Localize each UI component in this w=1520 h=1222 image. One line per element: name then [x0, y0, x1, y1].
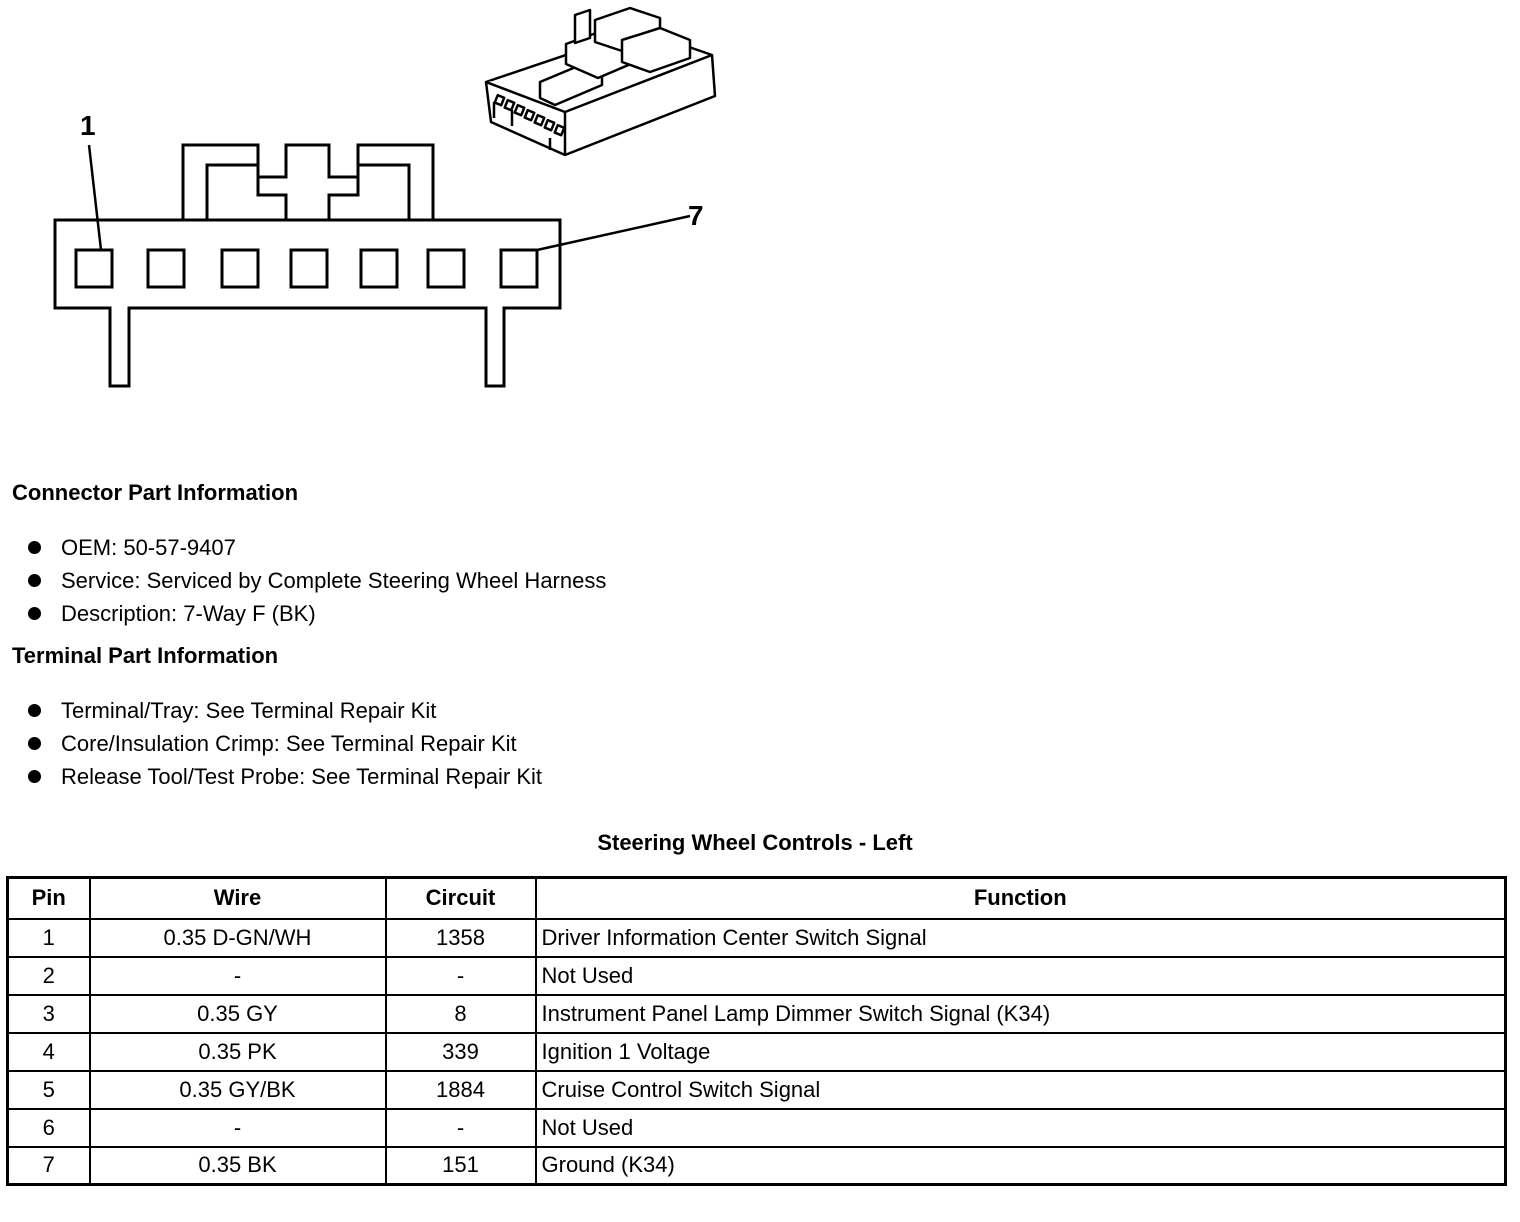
- connector-info-heading: Connector Part Information: [12, 480, 299, 505]
- pin-1-leader: [87, 144, 103, 251]
- cell-pin: 7: [6, 1145, 91, 1186]
- cell-circuit: 1884: [384, 1069, 537, 1110]
- list-item: Description: 7-Way F (BK): [28, 597, 606, 630]
- table-title: Steering Wheel Controls - Left: [597, 830, 913, 855]
- cell-circuit: 1358: [384, 917, 537, 958]
- header-pin: Pin: [6, 876, 91, 920]
- cell-wire: -: [88, 955, 387, 996]
- cell-circuit: -: [384, 1107, 537, 1148]
- header-circuit: Circuit: [384, 876, 537, 920]
- connector-3d-illustration: [484, 6, 717, 157]
- cell-pin: 6: [6, 1107, 91, 1148]
- cell-circuit: 339: [384, 1031, 537, 1072]
- bullet-icon: [28, 541, 41, 554]
- terminal-info-list: Terminal/Tray: See Terminal Repair Kit C…: [28, 694, 542, 793]
- list-item: Terminal/Tray: See Terminal Repair Kit: [28, 694, 542, 727]
- list-item-text: Description: 7-Way F (BK): [61, 601, 316, 626]
- list-item: Release Tool/Test Probe: See Terminal Re…: [28, 760, 542, 793]
- list-item-text: OEM: 50-57-9407: [61, 535, 236, 560]
- connector-latch-inner: [205, 163, 411, 220]
- list-item: OEM: 50-57-9407: [28, 531, 606, 564]
- connector-diagram: 1 7: [53, 6, 717, 388]
- connector-body: [53, 218, 562, 388]
- cell-pin: 5: [6, 1069, 91, 1110]
- cavity-pin-3: [220, 248, 260, 289]
- terminal-info-heading: Terminal Part Information: [12, 643, 279, 668]
- list-item: Service: Serviced by Complete Steering W…: [28, 564, 606, 597]
- cell-circuit: 151: [384, 1145, 537, 1186]
- pin-7-leader: [536, 214, 691, 252]
- header-wire: Wire: [88, 876, 387, 920]
- bullet-icon: [28, 607, 41, 620]
- bullet-icon: [28, 737, 41, 750]
- list-item: Core/Insulation Crimp: See Terminal Repa…: [28, 727, 542, 760]
- cell-wire: -: [88, 1107, 387, 1148]
- cell-function: Not Used: [534, 1107, 1507, 1148]
- cell-pin: 2: [6, 955, 91, 996]
- cavity-pin-4: [289, 248, 329, 289]
- cell-pin: 1: [6, 917, 91, 958]
- cell-function: Not Used: [534, 955, 1507, 996]
- cell-circuit: 8: [384, 993, 537, 1034]
- cell-function: Ground (K34): [534, 1145, 1507, 1186]
- cell-circuit: -: [384, 955, 537, 996]
- cavity-pin-2: [146, 248, 186, 289]
- bullet-icon: [28, 574, 41, 587]
- cell-function: Driver Information Center Switch Signal: [534, 917, 1507, 958]
- bullet-icon: [28, 770, 41, 783]
- list-item-text: Release Tool/Test Probe: See Terminal Re…: [61, 764, 542, 789]
- list-item-text: Core/Insulation Crimp: See Terminal Repa…: [61, 731, 517, 756]
- list-item-text: Terminal/Tray: See Terminal Repair Kit: [61, 698, 437, 723]
- cavity-pin-7: [499, 248, 539, 289]
- cell-wire: 0.35 BK: [88, 1145, 387, 1186]
- cell-wire: 0.35 PK: [88, 1031, 387, 1072]
- cavity-pin-6: [426, 248, 466, 289]
- pin-7-label: 7: [688, 200, 704, 231]
- cell-wire: 0.35 GY: [88, 993, 387, 1034]
- cell-wire: 0.35 D-GN/WH: [88, 917, 387, 958]
- connector-latch: [181, 143, 435, 220]
- pin-1-label: 1: [80, 110, 96, 141]
- bullet-icon: [28, 704, 41, 717]
- connector-latch-step: [256, 177, 360, 220]
- connector-info-list: OEM: 50-57-9407 Service: Serviced by Com…: [28, 531, 606, 630]
- table-row: 6--Not Used: [6, 1107, 1507, 1148]
- cell-function: Instrument Panel Lamp Dimmer Switch Sign…: [534, 993, 1507, 1034]
- cell-pin: 3: [6, 993, 91, 1034]
- list-item-text: Service: Serviced by Complete Steering W…: [61, 568, 607, 593]
- cell-function: Cruise Control Switch Signal: [534, 1069, 1507, 1110]
- table-row: 2--Not Used: [6, 955, 1507, 996]
- cavity-pin-1: [74, 248, 114, 289]
- cavity-pin-5: [359, 248, 399, 289]
- cell-pin: 4: [6, 1031, 91, 1072]
- table-header-row: Pin Wire Circuit Function: [6, 876, 1507, 920]
- cell-function: Ignition 1 Voltage: [534, 1031, 1507, 1072]
- cell-wire: 0.35 GY/BK: [88, 1069, 387, 1110]
- header-function: Function: [534, 876, 1507, 920]
